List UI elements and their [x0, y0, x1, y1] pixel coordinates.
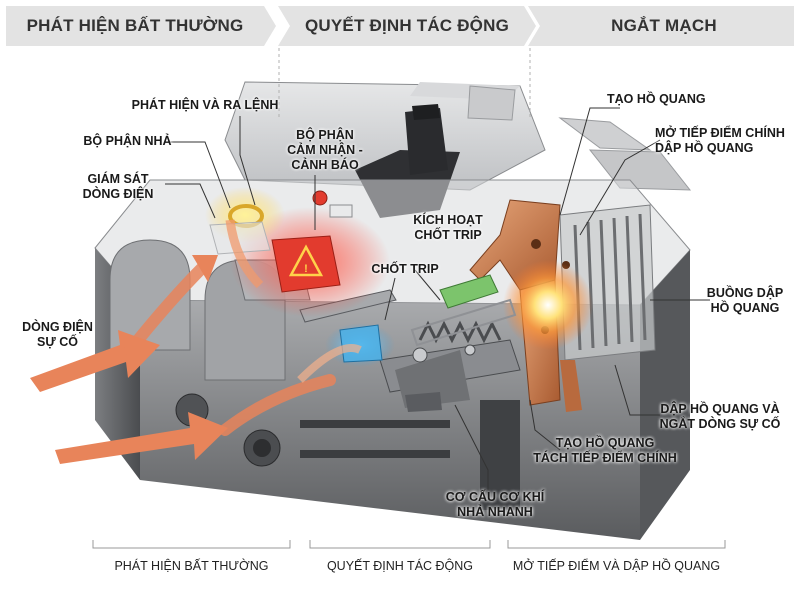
callout-detect-command: PHÁT HIỆN VÀ RA LỆNH — [131, 98, 279, 112]
latch-glow — [325, 323, 395, 367]
callout-extinguish-arc: DẬP HỒ QUANG VÀ NGẮT DÒNG SỰ CỐ — [659, 402, 781, 431]
stage-label-detect: PHÁT HIỆN BẤT THƯỜNG — [26, 16, 244, 35]
callout-open-contact: MỞ TIẾP ĐIỂM CHÍNH DẬP HỒ QUANG — [655, 126, 785, 155]
callout-release-unit: BỘ PHẬN NHẢ — [83, 134, 172, 148]
callout-arc-separate: TẠO HỒ QUANG TÁCH TIẾP ĐIỂM CHÍNH — [533, 436, 677, 465]
callout-fault-current: DÒNG ĐIỆN SỰ CỐ — [22, 320, 93, 349]
bottom-brackets — [92, 540, 726, 549]
callout-current-monitor: GIÁM SÁT DÒNG ĐIỆN — [82, 172, 154, 201]
stage-banner-break: NGẮT MẠCH — [528, 6, 794, 46]
sensing-coil — [205, 187, 285, 255]
callout-trip-latch: CHỐT TRIP — [371, 262, 439, 276]
bottom-label-detect: PHÁT HIỆN BẤT THƯỜNG — [114, 559, 269, 573]
fault-current-arrows — [30, 219, 362, 464]
callout-quick-release: CƠ CẤU CƠ KHÍ NHẢ NHANH — [445, 490, 545, 519]
bottom-label-break: MỞ TIẾP ĐIỂM VÀ DẬP HỒ QUANG — [512, 559, 721, 573]
svg-text:!: ! — [304, 263, 308, 275]
arc-glow — [503, 260, 593, 350]
callout-arc-chamber: BUỒNG DẬP HỒ QUANG — [706, 286, 784, 315]
stage-banner-decide: QUYẾT ĐỊNH TÁC ĐỘNG — [278, 6, 536, 46]
stage-label-decide: QUYẾT ĐỊNH TÁC ĐỘNG — [304, 16, 510, 35]
callout-arc-create-top: TẠO HỒ QUANG — [607, 92, 706, 106]
stage-banner-detect: PHÁT HIỆN BẤT THƯỜNG — [6, 6, 276, 46]
callout-activate-trip: KÍCH HOẠT CHỐT TRIP — [413, 213, 483, 242]
stage-label-break: NGẮT MẠCH — [611, 16, 717, 35]
callout-sensor-unit: BỘ PHẬN CẢM NHẬN - CẢNH BÁO — [287, 128, 363, 172]
stage-dividers — [278, 48, 531, 120]
bottom-label-decide: QUYẾT ĐỊNH TÁC ĐỘNG — [326, 559, 474, 573]
callout-leaders — [165, 107, 710, 490]
